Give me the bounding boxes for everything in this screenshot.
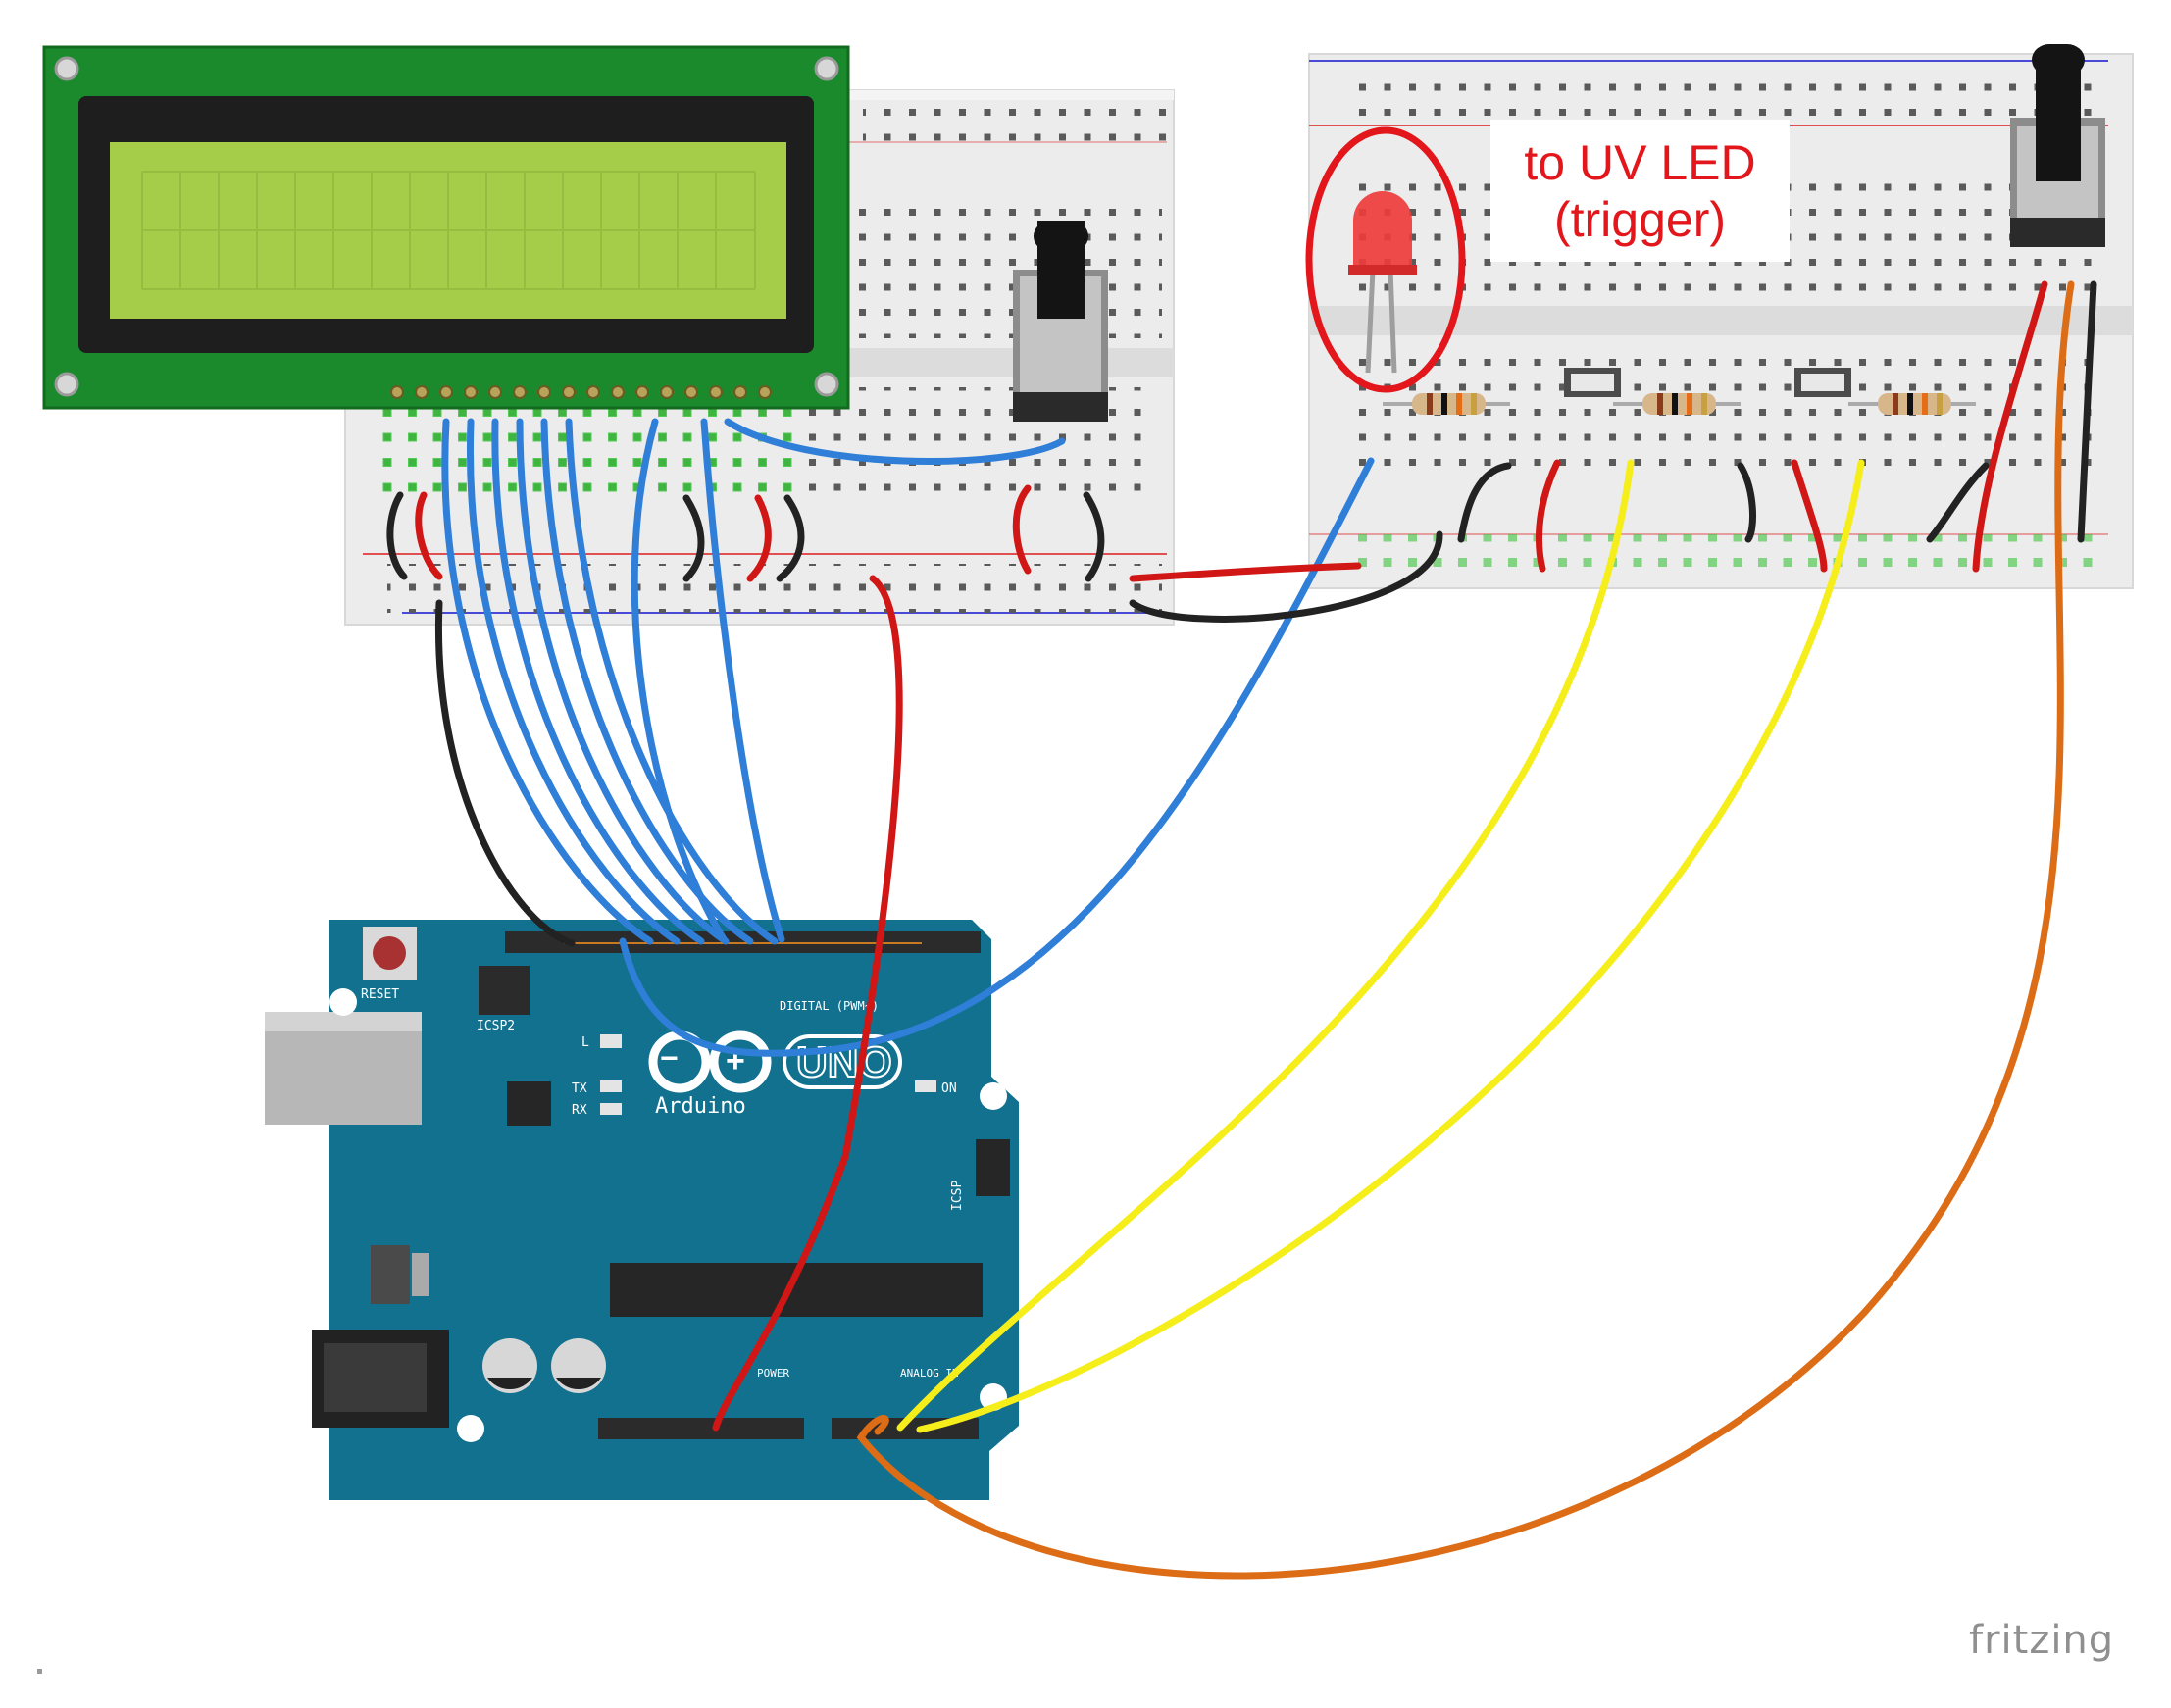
- analog-in-label: ANALOG IN: [900, 1367, 959, 1380]
- led-rx-label: RX: [572, 1103, 587, 1118]
- red-wires: [415, 280, 2048, 1432]
- board-mount-hole: [329, 988, 357, 1016]
- resistor: [1613, 393, 1741, 415]
- lcd-display: [42, 45, 850, 410]
- power-pin-header: [598, 1418, 804, 1439]
- uv-led-annotation: to UV LED (trigger): [1490, 120, 1790, 262]
- lcd-mount-hole: [54, 56, 79, 81]
- yellow-wires: [896, 459, 1865, 1433]
- power-label: POWER: [757, 1367, 789, 1380]
- annotation-line-2: (trigger): [1553, 191, 1727, 247]
- icsp2-label: ICSP2: [477, 1019, 515, 1033]
- led-l-label: L: [581, 1035, 589, 1050]
- annotation-line-1: to UV LED: [1524, 134, 1756, 190]
- board-mount-hole: [980, 1082, 1007, 1110]
- lcd-pin-header: [390, 385, 772, 399]
- arduino-uno-board: − + UNO Arduino RESET ICSP2 ICSP L TX RX…: [265, 920, 1019, 1500]
- red-led: [1348, 191, 1417, 374]
- black-wires: [386, 280, 2097, 947]
- resistor: [1383, 393, 1510, 415]
- lcd-character-grid: [141, 171, 756, 290]
- lcd-mount-hole: [814, 56, 839, 81]
- reset-label: RESET: [361, 987, 399, 1002]
- led-on-label: ON: [941, 1081, 957, 1096]
- pushbutton: [1564, 368, 1621, 397]
- svg-text:−: −: [660, 1040, 679, 1076]
- icsp-label: ICSP: [950, 1181, 965, 1211]
- led-tx-label: TX: [572, 1081, 587, 1096]
- orange-wires: [856, 280, 2075, 1580]
- blue-wires: [441, 418, 1375, 1057]
- digital-label: DIGITAL (PWM~): [780, 999, 879, 1013]
- pushbutton: [1794, 368, 1851, 397]
- threshold-potentiometer: [2010, 44, 2105, 247]
- contrast-potentiometer: [1013, 221, 1108, 422]
- wires: [386, 280, 2097, 1580]
- fritzing-watermark: fritzing: [1969, 1618, 2115, 1663]
- board-mount-hole: [457, 1415, 484, 1442]
- lcd-mount-hole: [54, 372, 79, 397]
- corner-mark: [37, 1669, 42, 1674]
- arduino-brand-label: Arduino: [655, 1094, 746, 1119]
- led-highlight-ellipse: [1305, 126, 1466, 393]
- lcd-mount-hole: [814, 372, 839, 397]
- resistor: [1848, 393, 1976, 415]
